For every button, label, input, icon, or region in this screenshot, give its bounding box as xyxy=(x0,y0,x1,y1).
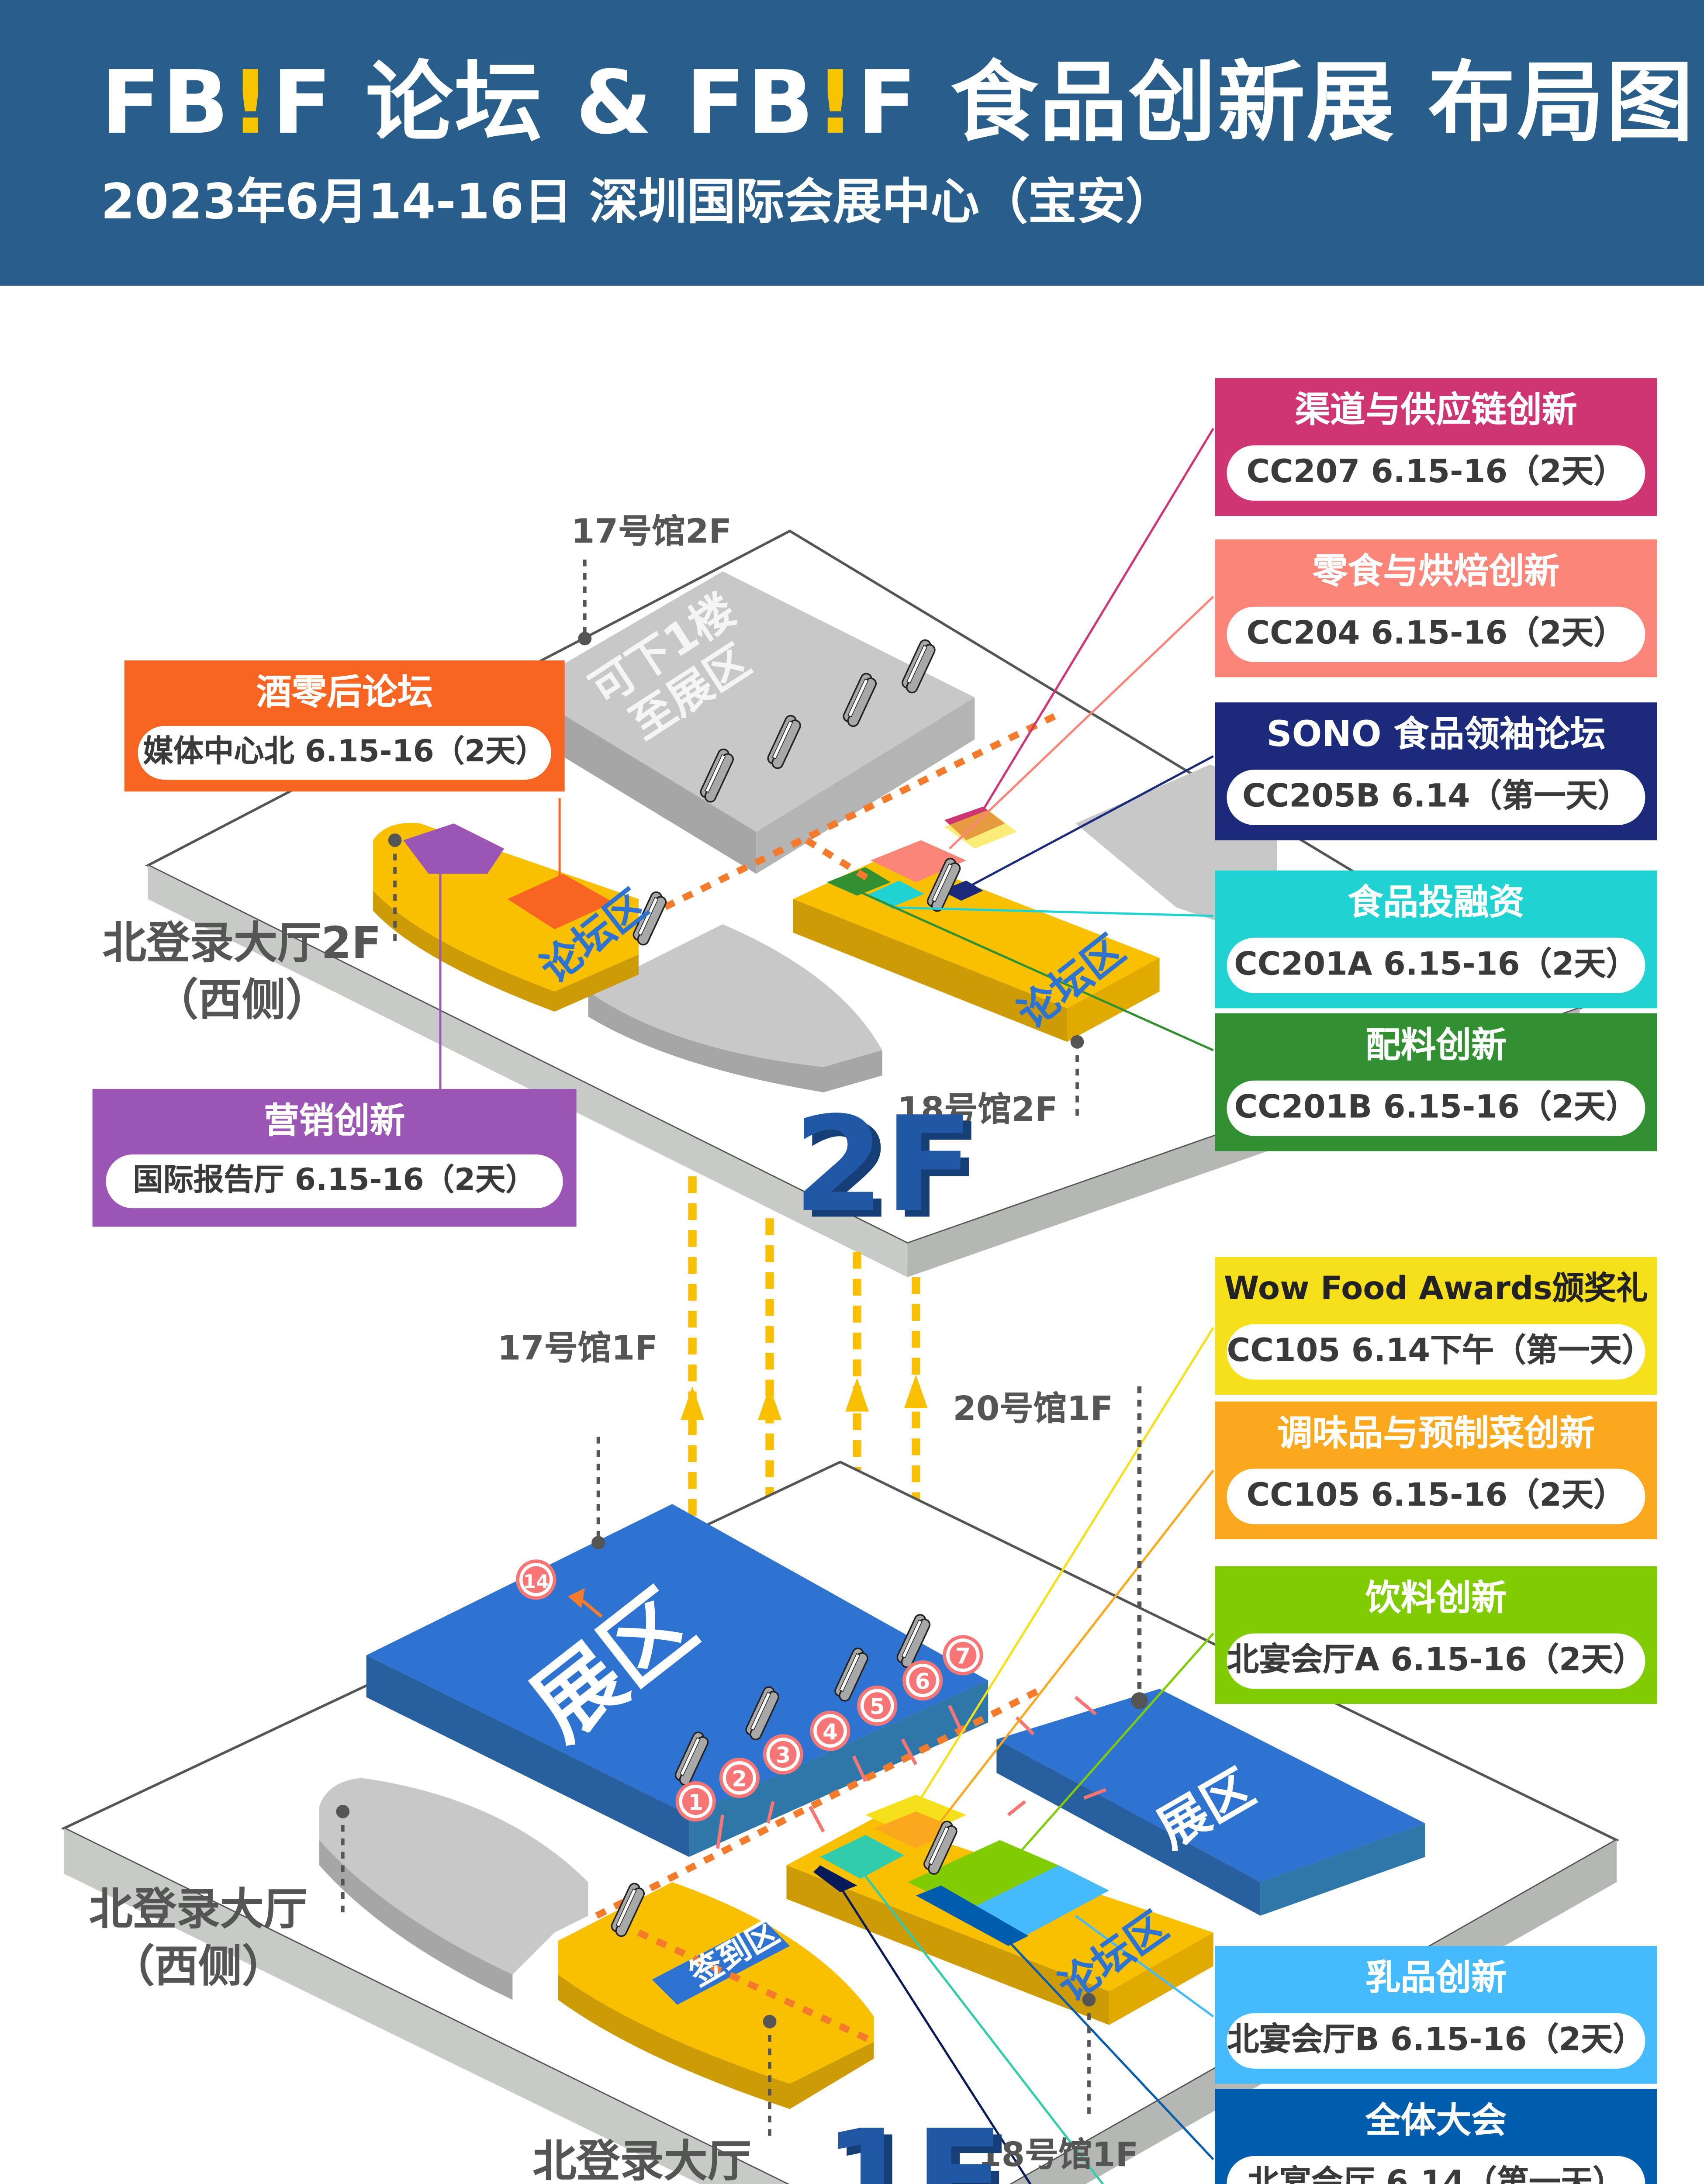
entrance-badge-1: 1 xyxy=(675,1781,716,1822)
venue-card-snack-bakery[interactable]: 零食与烘焙创新 CC204 6.15-16（2天） xyxy=(1215,539,1657,677)
north-hall-west-1f xyxy=(319,1778,588,2000)
floor-1f-marker: 1F xyxy=(823,2104,1004,2184)
leader-lines-2f xyxy=(439,428,1214,1089)
entrance-badge-14: 14 xyxy=(516,1559,556,1600)
venue-card-spirits-forum[interactable]: 酒零后论坛 媒体中心北 6.15-16（2天） xyxy=(124,660,565,792)
north-hall-2f-boat xyxy=(588,924,882,1092)
north-hall-west-1f-label: 北登录大厅 （西侧） xyxy=(89,1885,308,1993)
access-arrows-1f xyxy=(715,1696,1106,1849)
hall18-2f-label: 18号馆2F xyxy=(897,1089,1058,1130)
hall17-2f-building xyxy=(521,571,975,874)
floor-2f-marker: 2F xyxy=(793,1090,974,1242)
title-fb: FB xyxy=(100,54,231,155)
title-mid: F 论坛 & FB xyxy=(272,54,816,155)
entrance-badge-4: 4 xyxy=(810,1711,850,1751)
page-title: FB!F 论坛 & FB!F 食品创新展 布局图 xyxy=(101,50,1695,158)
north-hall-west-2f-label: 北登录大厅2F （西侧） xyxy=(102,919,382,1027)
place-markers-1f xyxy=(336,1386,1148,2143)
venue-card-plenary[interactable]: 全体大会 北宴会厅 6.14（第一天） xyxy=(1215,2089,1657,2184)
venue-card-wow-food-awards[interactable]: Wow Food Awards颁奖礼 CC105 6.14下午（第一天） xyxy=(1215,1257,1657,1395)
hall17-2f-label: 17号馆2F xyxy=(571,511,732,551)
venue-card-marketing[interactable]: 营销创新 国际报告厅 6.15-16（2天） xyxy=(92,1089,577,1227)
walk-route-1f xyxy=(595,1686,1044,2045)
venue-card-dairy[interactable]: 乳品创新 北宴会厅B 6.15-16（2天） xyxy=(1215,1946,1657,2084)
venue-card-seasoning[interactable]: 调味品与预制菜创新 CC105 6.15-16（2天） xyxy=(1215,1401,1657,1540)
title-exclamation: ! xyxy=(230,54,272,155)
venue-card-investment[interactable]: 食品投融资 CC201A 6.15-16（2天） xyxy=(1215,870,1657,1009)
entrance-badge-6: 6 xyxy=(902,1660,943,1701)
forum-zone-1f xyxy=(786,1794,1213,2025)
checkin-zone-1f xyxy=(558,1882,874,2109)
hall18-1f-label: 18号馆1F xyxy=(978,2134,1139,2175)
hall17-1f-label: 17号馆1F xyxy=(497,1327,658,1368)
venue-card-supply-chain[interactable]: 渠道与供应链创新 CC207 6.15-16（2天） xyxy=(1215,378,1657,516)
title-exclamation: ! xyxy=(815,54,857,155)
entrance-badge-3: 3 xyxy=(763,1734,803,1775)
venue-card-beverage[interactable]: 饮料创新 北宴会厅A 6.15-16（2天） xyxy=(1215,1566,1657,1704)
header-banner: FB!F 论坛 & FB!F 食品创新展 布局图 2023年6月14-16日 深… xyxy=(0,0,1704,286)
title-end: F 食品创新展 布局图 xyxy=(857,54,1695,155)
leader-lines-1f xyxy=(831,1327,1214,2184)
venue-card-sono-leaders[interactable]: SONO 食品领袖论坛 CC205B 6.14（第一天） xyxy=(1215,702,1657,840)
walk-route-2f xyxy=(645,711,1061,919)
hall20-1f-label: 20号馆1F xyxy=(953,1388,1113,1429)
entrance-badge-2: 2 xyxy=(719,1758,760,1798)
north-hall-east-1f-label: 北登录大厅 （东侧） xyxy=(532,2137,751,2184)
entrance-badge-7: 7 xyxy=(943,1635,983,1676)
venue-card-ingredients[interactable]: 配料创新 CC201B 6.15-16（2天） xyxy=(1215,1013,1657,1151)
entrance-badge-5: 5 xyxy=(857,1685,898,1726)
page-subtitle: 2023年6月14-16日 深圳国际会展中心（宝安） xyxy=(100,173,1175,231)
expo-right-1f xyxy=(996,1689,1425,1916)
